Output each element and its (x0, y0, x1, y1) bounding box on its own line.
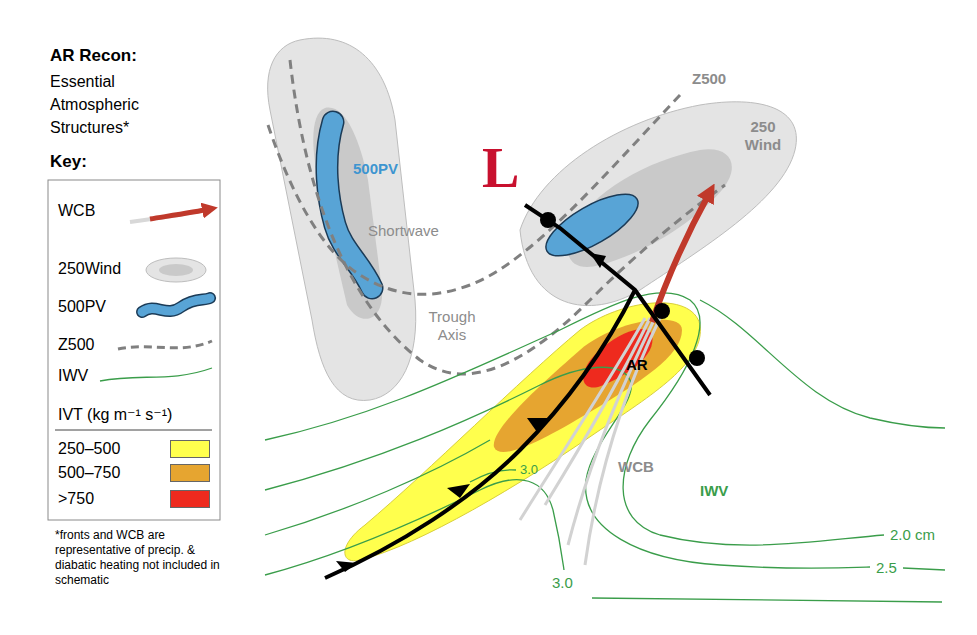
pv-label: 500PV (353, 160, 398, 178)
iwv-contour (903, 568, 945, 570)
z500-contour (268, 95, 680, 294)
ivt-250-500 (345, 303, 701, 561)
wcb-label: WCB (618, 458, 654, 476)
iwv-contour (592, 598, 942, 602)
warm-front-bump (540, 212, 556, 228)
iwv-label: IWV (700, 482, 728, 500)
z500-sample (118, 341, 212, 349)
contour-value: 2.0 cm (890, 526, 935, 544)
legend-swatch (170, 464, 210, 482)
iwv-contour (700, 300, 945, 428)
wcb-sample (130, 209, 210, 222)
wind-region (268, 38, 416, 400)
ar-label: AR (626, 356, 648, 374)
legend-label: WCB (58, 201, 95, 220)
wind-region (520, 102, 796, 306)
warm-front-bump (654, 303, 670, 319)
ivt-heading: IVT (kg m⁻¹ s⁻¹) (58, 405, 172, 424)
iwv-sample (100, 368, 212, 381)
legend-label: Z500 (58, 335, 94, 354)
iwv-contour (265, 440, 490, 535)
wcb-arrow (150, 209, 210, 219)
wind-label: 250 Wind (738, 118, 788, 154)
legend-swatch (170, 490, 210, 508)
cold-front-triangle (447, 484, 470, 498)
pv-sample (142, 298, 210, 312)
legend-label: 500PV (58, 297, 106, 316)
shortwave-label: Shortwave (368, 222, 439, 240)
iwv-contours (265, 293, 945, 602)
wind-sample-core (159, 264, 193, 276)
pv-anomaly (537, 183, 646, 268)
legend-swatch (170, 440, 210, 458)
pv-streamer (327, 122, 372, 288)
contour-value: 2.5 (876, 559, 897, 577)
key-heading: Key: (50, 152, 87, 172)
legend-label: 500–750 (58, 463, 120, 482)
wind-sample (146, 258, 206, 282)
wcb-streak (568, 318, 655, 545)
trough-axis-label: Trough Axis (420, 308, 484, 344)
occluded-warm-front (525, 205, 710, 395)
legend-box (48, 180, 220, 520)
contour-value: 3.0 (520, 462, 538, 478)
legend-label: 250Wind (58, 259, 121, 278)
occluded-triangle (590, 253, 606, 268)
subtitle: Essential Atmospheric Structures* (50, 70, 190, 140)
low-symbol: L (482, 140, 519, 196)
contour-value: 3.0 (552, 574, 573, 592)
wcb-arrow (652, 192, 710, 322)
legend-label: >750 (58, 489, 94, 508)
diagram-title: AR Recon: (50, 46, 137, 66)
legend-divider (55, 430, 212, 431)
legend-label: IWV (58, 366, 88, 385)
wcb-streak (545, 318, 650, 505)
cold-front-triangle (336, 561, 357, 572)
legend-label: 250–500 (58, 439, 120, 458)
iwv-contour (265, 293, 884, 545)
iwv-contour (265, 480, 564, 575)
z500-label: Z500 (692, 70, 726, 88)
cold-front-triangle (527, 418, 550, 432)
front-symbols (336, 212, 705, 572)
pv-sample-outline (142, 298, 210, 312)
warm-front-bump (689, 350, 705, 366)
footnote: *fronts and WCB are representative of pr… (55, 528, 230, 588)
wcb-streaks (520, 318, 660, 565)
pv-streamer-outline (327, 122, 372, 288)
cold-front (325, 290, 635, 578)
